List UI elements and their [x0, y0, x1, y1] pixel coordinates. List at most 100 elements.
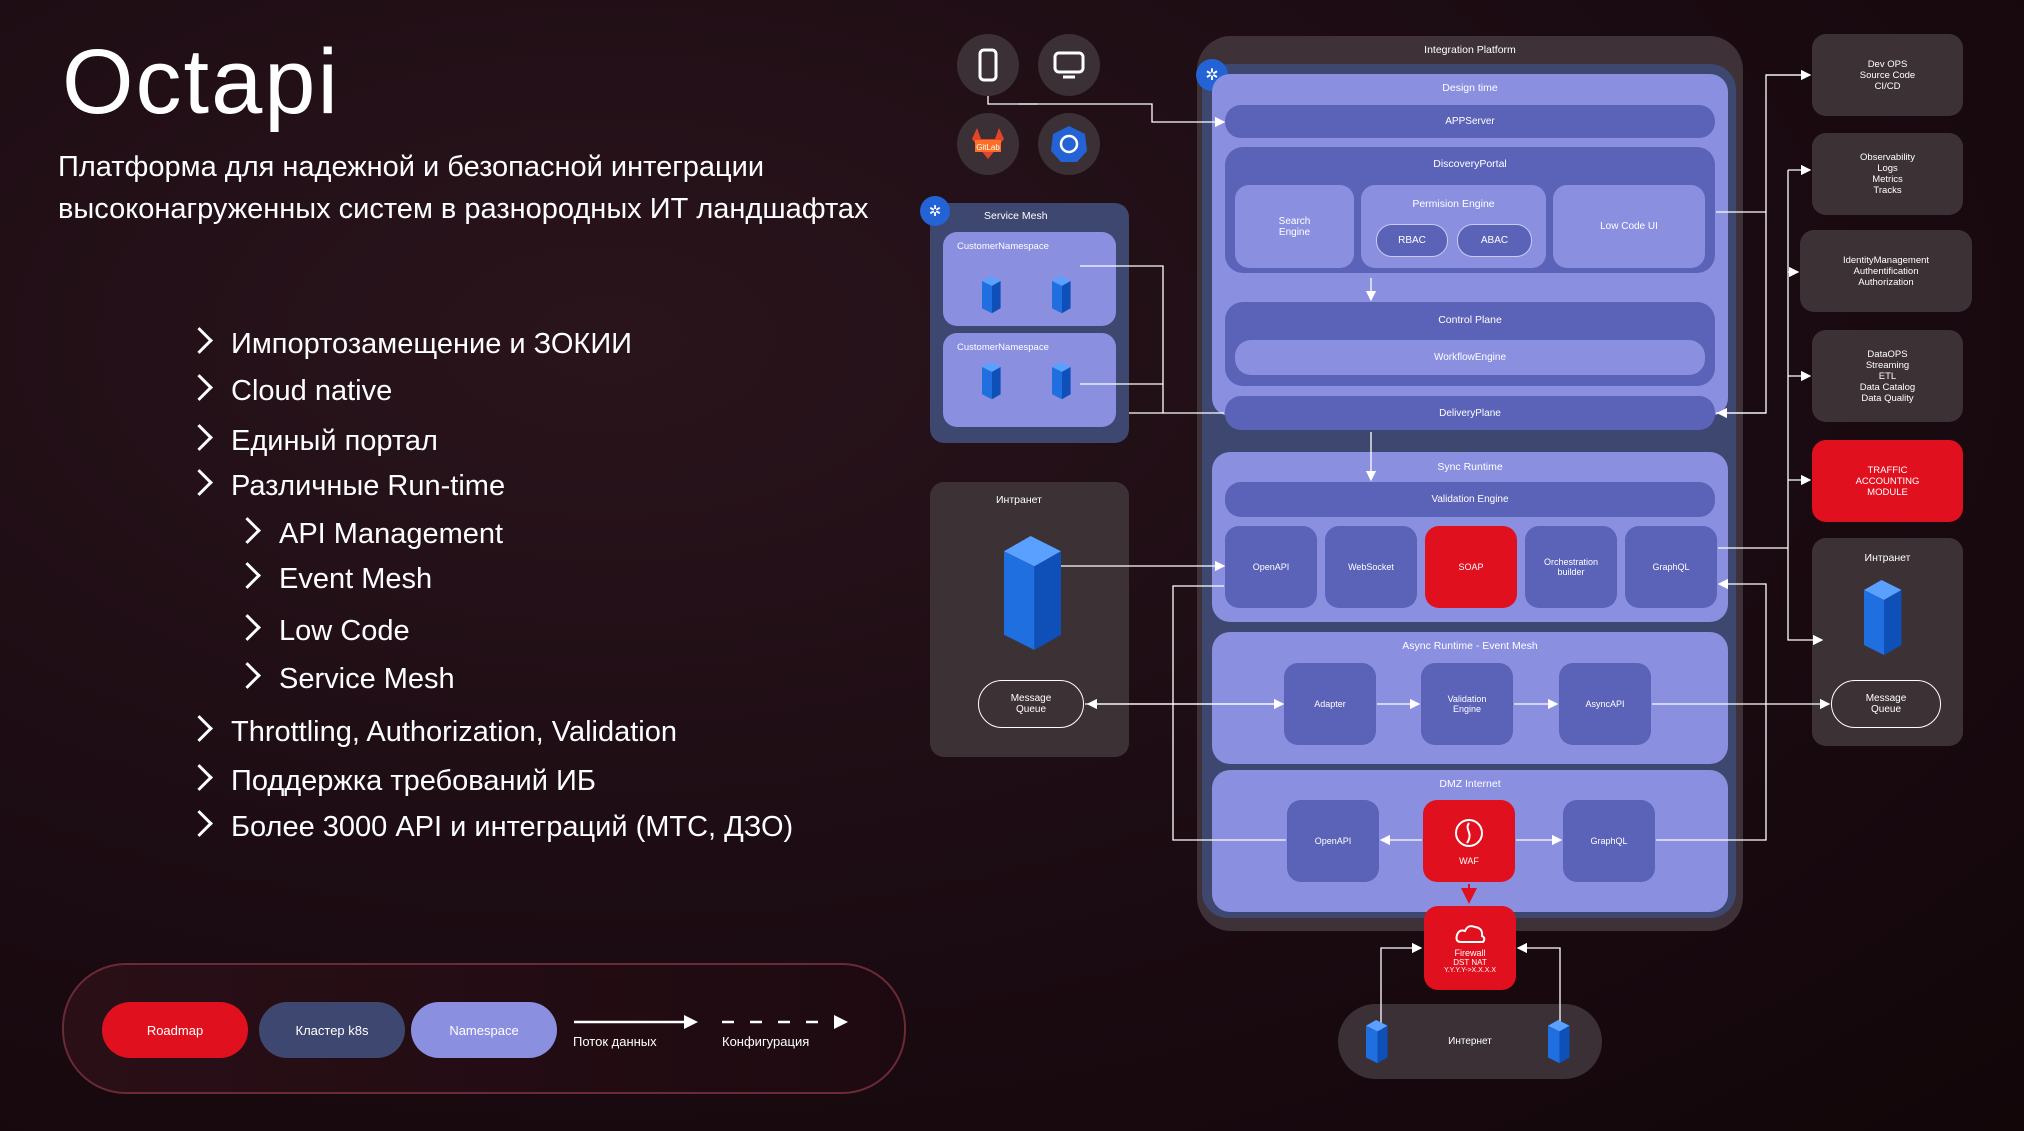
- observability-line-2: Logs: [1877, 163, 1898, 174]
- devops-line-2: Source Code: [1859, 69, 1916, 81]
- validation-engine: Validation Engine: [1225, 482, 1715, 517]
- search-engine-line-1: Search: [1278, 215, 1311, 227]
- workflow-engine: WorkflowEngine: [1235, 340, 1705, 375]
- service-mesh-label: Service Mesh: [984, 210, 1048, 222]
- feature-item-label: Более 3000 API и интеграций (МТС, ДЗО): [231, 811, 794, 843]
- low-code-ui: Low Code UI: [1553, 185, 1705, 268]
- search-engine-line-2: Engine: [1278, 226, 1311, 238]
- discovery-portal-label: DiscoveryPortal: [1433, 158, 1507, 170]
- service-mesh-helm-icon: ✲: [920, 196, 950, 226]
- firewall-nat: DST NAT: [1453, 958, 1487, 967]
- dataops-line-1: DataOPS: [1867, 348, 1908, 360]
- feature-item-label: Поддержка требований ИБ: [231, 765, 596, 797]
- mq-left-line-1: Message: [1010, 693, 1052, 704]
- legend-arrows: [574, 1015, 848, 1029]
- subtitle-line-1: Платформа для надежной и безопасной инте…: [58, 151, 765, 183]
- async-asyncapi: AsyncAPI: [1559, 663, 1651, 745]
- mq-right-line-1: Message: [1865, 693, 1907, 704]
- async-validation-line-2: Engine: [1452, 704, 1482, 714]
- message-queue-right: Message Queue: [1831, 680, 1941, 728]
- feature-item-label: Throttling, Authorization, Validation: [231, 716, 678, 748]
- waf-icon: [1455, 819, 1483, 847]
- app-server: APPServer: [1225, 105, 1715, 138]
- gitlab-text: GitLab: [976, 143, 1000, 152]
- sync-openapi: OpenAPI: [1225, 526, 1317, 608]
- feature-item: Единый портал: [186, 424, 438, 458]
- customer-namespace-1: CustomerNamespace: [943, 232, 1116, 326]
- dataops-line-3: ETL: [1878, 370, 1897, 382]
- firewall-label: Firewall: [1454, 948, 1486, 958]
- page-subtitle: Платформа для надежной и безопасной инте…: [58, 146, 938, 230]
- legend-roadmap-pill: Roadmap: [102, 1002, 248, 1058]
- platform-label: Integration Platform: [1424, 44, 1516, 56]
- control-plane-label: Control Plane: [1438, 314, 1502, 326]
- rbac: RBAC: [1376, 224, 1448, 257]
- mq-right-line-2: Queue: [1870, 704, 1902, 715]
- sync-runtime-label: Sync Runtime: [1437, 461, 1503, 473]
- mobile-icon: [957, 34, 1019, 96]
- feature-item-label: Единый портал: [231, 425, 438, 457]
- feature-item: Event Mesh: [234, 562, 432, 596]
- feature-item: Импортозамещение и ЗОКИИ: [186, 327, 633, 361]
- observability-line-4: Tracks: [1873, 185, 1902, 196]
- dmz-openapi: OpenAPI: [1287, 800, 1379, 882]
- async-validation-engine: Validation Engine: [1421, 663, 1513, 745]
- traffic-line-3: MODULE: [1867, 486, 1908, 498]
- search-engine: Search Engine: [1235, 185, 1354, 268]
- customer-namespace-2-label: CustomerNamespace: [957, 342, 1049, 353]
- feature-item: Low Code: [234, 614, 410, 648]
- identity-line-2: Authentification: [1853, 265, 1919, 277]
- waf: WAF: [1423, 800, 1515, 882]
- firewall-ip: Y.Y.Y.Y->X.X.X.X: [1443, 967, 1497, 974]
- dmz-graphql: GraphQL: [1563, 800, 1655, 882]
- message-queue-left: Message Queue: [978, 680, 1084, 728]
- customer-namespace-2: CustomerNamespace: [943, 333, 1116, 427]
- firewall-icon: [1455, 925, 1486, 943]
- dataops-box: DataOPS Streaming ETL Data Catalog Data …: [1812, 330, 1963, 422]
- kubernetes-icon: [1038, 113, 1100, 175]
- legend-namespace-pill: Namespace: [411, 1002, 557, 1058]
- subtitle-line-2: высоконагруженных систем в разнородных И…: [58, 193, 869, 225]
- orchestration-line-1: Orchestration: [1543, 557, 1599, 567]
- dmz-label: DMZ Internet: [1439, 778, 1501, 790]
- feature-item-label: Low Code: [279, 615, 410, 647]
- firewall: Firewall DST NAT Y.Y.Y.Y->X.X.X.X: [1424, 906, 1516, 990]
- observability-line-3: Metrics: [1872, 174, 1903, 185]
- feature-item: Более 3000 API и интеграций (МТС, ДЗО): [186, 810, 794, 844]
- legend: Roadmap Кластер k8s Namespace: [62, 963, 906, 1094]
- legend-data-flow-label: Поток данных: [573, 1034, 657, 1049]
- observability-line-1: Observability: [1860, 152, 1915, 163]
- sync-graphql: GraphQL: [1625, 526, 1717, 608]
- orchestration-line-2: builder: [1557, 567, 1585, 577]
- abac: ABAC: [1457, 224, 1532, 257]
- feature-item-label: Импортозамещение и ЗОКИИ: [231, 328, 633, 360]
- feature-item-label: Service Mesh: [279, 663, 455, 695]
- traffic-line-1: TRAFFIC: [1867, 464, 1908, 476]
- intranet-left-label: Интранет: [996, 494, 1042, 506]
- dataops-line-5: Data Quality: [1861, 392, 1914, 404]
- async-adapter: Adapter: [1284, 663, 1376, 745]
- waf-label: WAF: [1459, 856, 1479, 866]
- feature-item: Cloud native: [186, 374, 393, 408]
- identity-box: IdentityManagement Authentification Auth…: [1800, 230, 1972, 312]
- async-runtime-label: Async Runtime - Event Mesh: [1402, 640, 1538, 652]
- feature-item: Поддержка требований ИБ: [186, 764, 596, 798]
- sync-websocket: WebSocket: [1325, 526, 1417, 608]
- feature-item-label: Cloud native: [231, 375, 393, 407]
- identity-line-3: Authorization: [1858, 276, 1914, 288]
- feature-item: API Management: [234, 517, 503, 551]
- identity-line-1: IdentityManagement: [1842, 254, 1930, 266]
- traffic-accounting-module: TRAFFIC ACCOUNTING MODULE: [1812, 440, 1963, 522]
- design-time-label: Design time: [1442, 82, 1498, 94]
- async-validation-line-1: Validation: [1447, 694, 1487, 704]
- legend-config-label: Конфигурация: [722, 1034, 810, 1049]
- gitlab-icon: GitLab: [957, 113, 1019, 175]
- mq-left-line-2: Queue: [1015, 704, 1047, 715]
- legend-cluster-pill: Кластер k8s: [259, 1002, 405, 1058]
- devops-line-1: Dev OPS: [1867, 58, 1908, 70]
- delivery-plane: DeliveryPlane: [1225, 396, 1715, 430]
- devops-box: Dev OPS Source Code CI/CD: [1812, 34, 1963, 116]
- observability-box: Observability Logs Metrics Tracks: [1812, 133, 1963, 215]
